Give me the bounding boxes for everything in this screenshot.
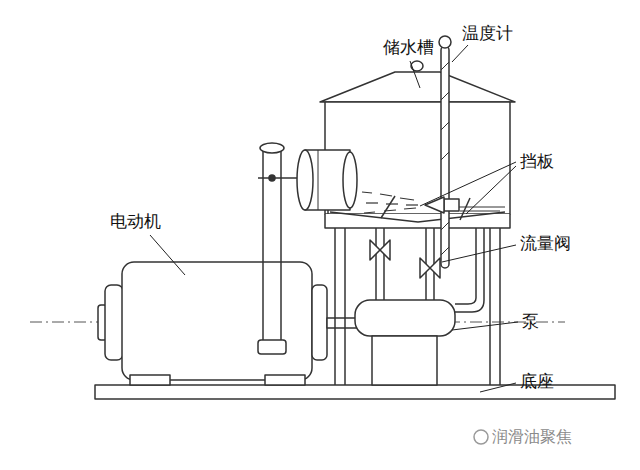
part-label: 储水槽 bbox=[383, 38, 434, 58]
watermark-icon bbox=[474, 430, 488, 444]
water-spray bbox=[362, 192, 418, 213]
part-label: 电动机 bbox=[110, 212, 161, 232]
flow-valve bbox=[420, 258, 440, 278]
electric-motor bbox=[98, 262, 357, 385]
part-label: 流量阀 bbox=[520, 234, 571, 254]
part-label: 温度计 bbox=[462, 24, 513, 44]
thermometer bbox=[439, 36, 451, 268]
water-tank bbox=[320, 61, 515, 228]
test-bearing-drum bbox=[297, 150, 357, 214]
watermark: 润滑油聚焦 bbox=[492, 427, 572, 447]
part-label: 泵 bbox=[522, 312, 539, 332]
spray-nozzle bbox=[425, 197, 459, 213]
part-label: 挡板 bbox=[520, 152, 554, 172]
pump bbox=[355, 300, 455, 385]
drive-belt bbox=[258, 143, 302, 354]
leader-lines bbox=[150, 45, 518, 392]
flow-valve bbox=[370, 240, 390, 260]
part-label: 底座 bbox=[520, 372, 554, 392]
